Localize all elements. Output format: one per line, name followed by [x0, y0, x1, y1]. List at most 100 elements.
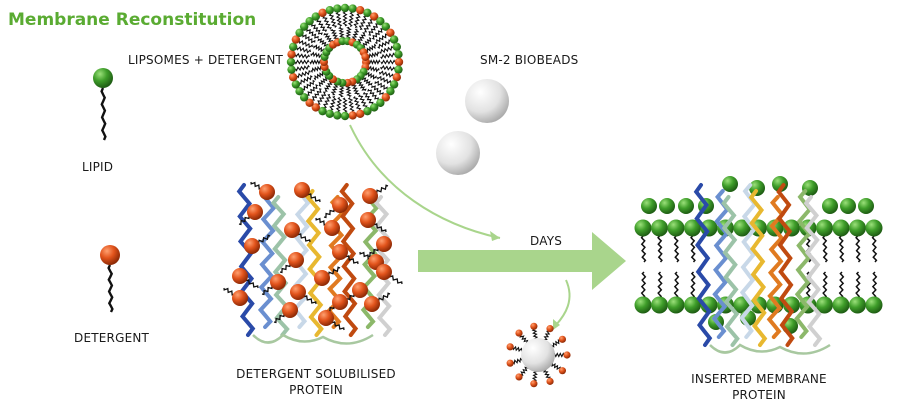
protein-helix	[305, 189, 324, 337]
tail	[294, 59, 310, 65]
tail	[361, 77, 373, 86]
micelle-arrow	[555, 279, 571, 326]
detergent-head	[232, 268, 248, 284]
days-label: DAYS	[530, 234, 563, 248]
protein-helix	[803, 195, 823, 347]
tail	[855, 271, 861, 299]
curved-arrow-head	[490, 231, 500, 241]
detergent-head	[392, 73, 402, 82]
tail	[357, 32, 366, 44]
lipid-head	[651, 296, 668, 314]
tail	[322, 16, 332, 30]
detergent-head	[324, 220, 340, 236]
detergent-head	[291, 35, 301, 44]
detergent-head	[311, 103, 321, 112]
lipid-head	[684, 219, 701, 237]
detergent-head	[362, 188, 378, 204]
tail	[107, 264, 114, 313]
protein-helix	[794, 189, 813, 339]
lipid-head	[389, 35, 399, 44]
protein-helix	[748, 189, 768, 347]
tail	[335, 12, 343, 27]
tail	[347, 97, 355, 112]
detergent-head	[332, 197, 348, 213]
lipid-head	[783, 296, 800, 314]
detergent-head	[361, 52, 370, 61]
detergent-head	[305, 98, 314, 108]
lipid-head	[832, 219, 850, 237]
lipid-label: LIPID	[82, 160, 114, 174]
tail	[657, 235, 663, 263]
tail	[377, 75, 392, 84]
tail	[368, 59, 381, 65]
lipid-head	[376, 98, 385, 108]
lipid-head	[659, 198, 675, 214]
tail	[351, 84, 360, 96]
solubilised-line1: DETERGENT SOLUBILISED	[236, 367, 396, 381]
tail	[352, 96, 362, 111]
detergent-head	[364, 296, 380, 312]
lipid-head	[311, 12, 321, 21]
tail	[673, 235, 680, 263]
tail	[690, 235, 696, 263]
solubilised-protein	[223, 181, 403, 345]
tail	[378, 70, 394, 78]
lipid-head	[287, 65, 296, 74]
detergent-head	[287, 50, 296, 59]
protein-loop	[252, 333, 374, 345]
tail	[100, 87, 107, 141]
lipid-head	[376, 16, 385, 26]
detergent-head	[394, 57, 404, 67]
tail	[313, 44, 325, 53]
inserted-protein-label: INSERTED MEMBRANE PROTEIN	[691, 371, 827, 403]
inserted-line1: INSERTED MEMBRANE	[691, 372, 827, 386]
tail	[318, 76, 328, 87]
protein-helix	[693, 183, 713, 347]
tail	[296, 46, 312, 54]
protein-helix	[257, 189, 277, 329]
tail	[362, 92, 374, 105]
lipid-head	[299, 93, 309, 102]
tail	[640, 271, 647, 299]
lipid-head	[749, 180, 765, 196]
detergent-head	[314, 270, 330, 286]
detergent-head	[546, 325, 554, 333]
micelle-arrow-head	[553, 319, 560, 330]
lipid-head	[389, 80, 399, 89]
lipid-head	[849, 219, 866, 237]
lipid-head	[700, 296, 718, 314]
diagram-title: Membrane Reconstitution	[8, 10, 257, 30]
detergent-head	[530, 322, 538, 330]
detergent-head	[270, 274, 286, 290]
tail	[295, 52, 310, 60]
detergent-head	[352, 282, 368, 298]
lipid-head	[381, 22, 391, 31]
lipid-head	[772, 176, 788, 192]
lipid-head	[291, 80, 301, 89]
detergent-head	[282, 302, 298, 318]
tail	[362, 37, 372, 48]
protein-loop	[709, 343, 831, 355]
detergent-head	[294, 182, 310, 198]
lipid-head	[849, 296, 866, 314]
detergent-head	[515, 373, 523, 381]
detergent-head	[558, 335, 566, 343]
detergent-head	[318, 310, 334, 326]
detergent-head	[232, 290, 248, 306]
lipid-head	[684, 296, 701, 314]
detergent-head	[100, 245, 120, 265]
tail	[345, 26, 352, 39]
detergent-head	[506, 343, 514, 351]
lipid-head	[318, 106, 327, 116]
lipid-head	[363, 106, 372, 116]
detergent-head	[284, 222, 300, 238]
tail	[296, 69, 311, 79]
tail	[374, 80, 388, 90]
liposomes-label: LIPSOMES + DETERGENT	[128, 53, 284, 67]
tail	[345, 85, 352, 98]
liposome-icon	[286, 3, 404, 121]
inserted-protein	[693, 183, 831, 355]
lipid-head	[325, 5, 334, 15]
